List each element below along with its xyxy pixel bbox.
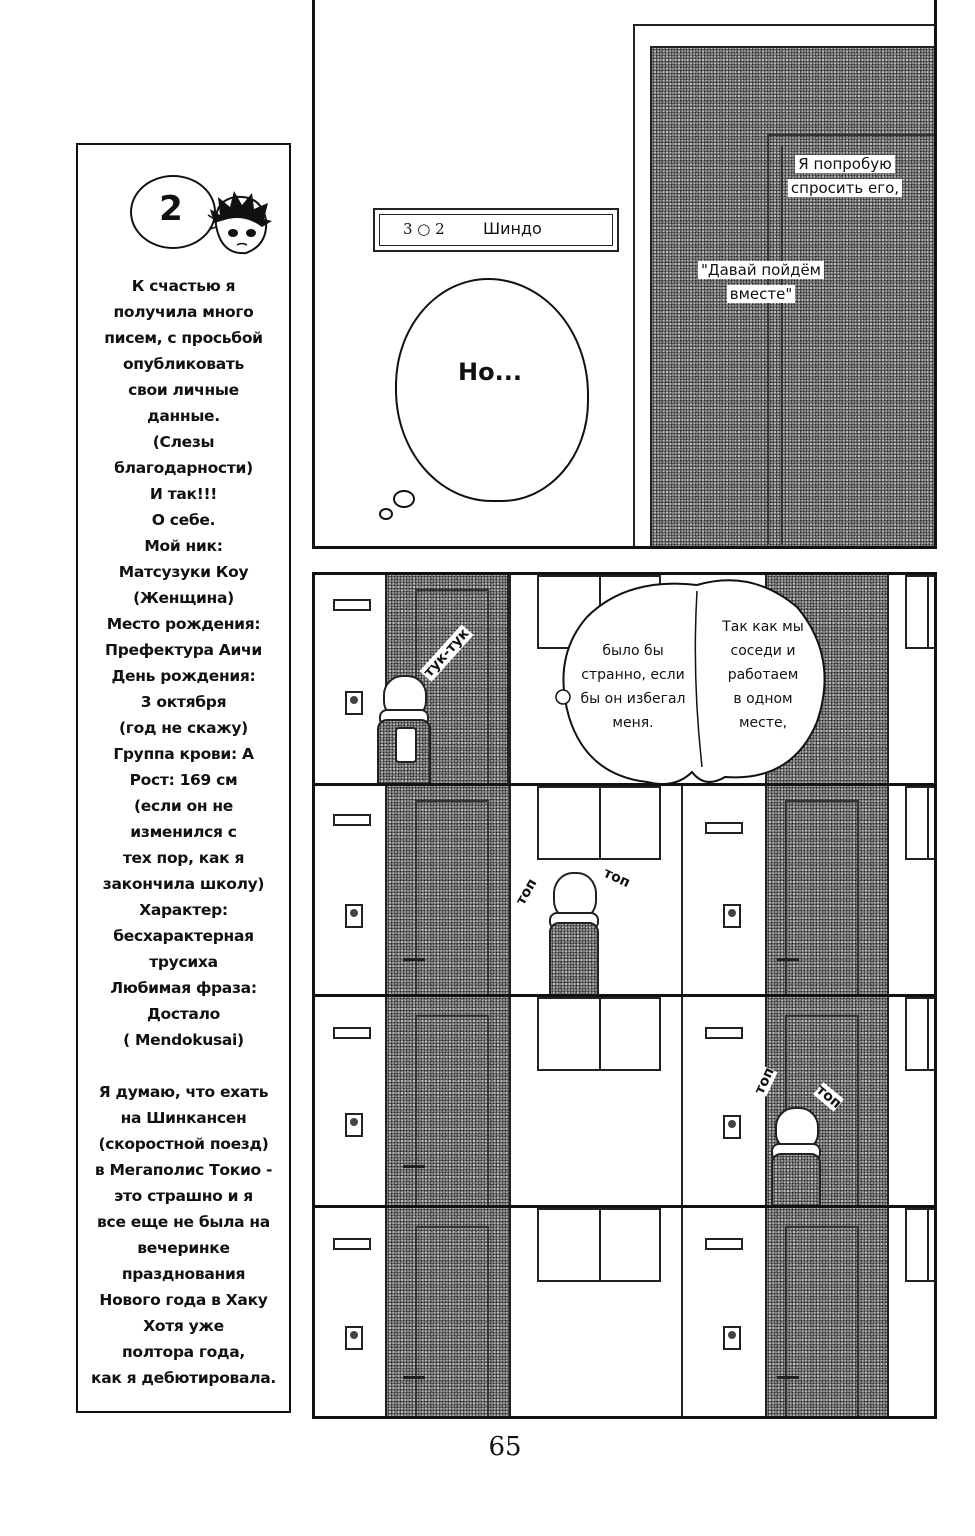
note-line: бесхарактерная <box>113 927 254 945</box>
speech-line: меня. <box>612 715 654 731</box>
narration-line: вместе" <box>726 285 796 303</box>
speech-line: соседи и <box>730 643 796 659</box>
panel-corridor-empty <box>312 1205 937 1419</box>
note-line: на Шинкансен <box>120 1109 247 1127</box>
note-line: Характер: <box>139 901 228 919</box>
thought-dot <box>393 490 415 508</box>
speech-line: странно, если <box>581 667 685 683</box>
note-line: Группа крови: А <box>113 745 254 763</box>
character-walking <box>543 872 603 994</box>
panel-door-nameplate: 3 ○ 2 Шиндо Но... Я попробую спросить ег… <box>312 0 937 549</box>
note-line: Мой ник: <box>144 537 223 555</box>
note-line: изменился с <box>130 823 237 841</box>
note-line: (Женщина) <box>133 589 234 607</box>
note-line: данные. <box>147 407 220 425</box>
nameplate-name: Шиндо <box>483 219 542 238</box>
narration-together: "Давай пойдём вместе" <box>691 258 831 306</box>
nameplate: 3 ○ 2 Шиндо <box>373 208 619 252</box>
note-line: И так!!! <box>149 485 218 503</box>
note-line: все еще не была на <box>97 1213 270 1231</box>
page-number: 65 <box>488 1432 522 1462</box>
note-line: Хотя уже <box>143 1317 224 1335</box>
note-line: День рождения: <box>111 667 256 685</box>
note-line: (если он не <box>133 797 234 815</box>
note-line: празднования <box>121 1265 246 1283</box>
note-number-bubble <box>130 175 216 249</box>
note-line: Префектура Аичи <box>105 641 262 659</box>
thought-text: Но... <box>458 358 522 386</box>
author-chibi-icon <box>207 191 272 255</box>
speech-line: работаем <box>727 667 799 683</box>
note-spacer <box>84 1053 283 1079</box>
note-line: вечеринке <box>137 1239 230 1257</box>
speech-line: в одном <box>733 691 793 707</box>
note-line: (год не скажу) <box>119 719 248 737</box>
note-line: трусиха <box>149 953 218 971</box>
note-line: К счастью я <box>131 277 236 295</box>
panel-corridor-knock: тук-тук Так как мы соседи и работаем в о… <box>312 572 937 786</box>
narration-ask: Я попробую спросить его, <box>785 152 905 200</box>
note-line: Достало <box>147 1005 220 1023</box>
sfx-step: топ <box>600 864 633 892</box>
narration-line: спросить его, <box>787 179 903 197</box>
panel-corridor-walk-1: топ топ <box>312 783 937 997</box>
note-line: Матсузуки Коу <box>118 563 249 581</box>
speech-strange: было бы странно, если бы он избегал меня… <box>571 639 695 735</box>
door-frame <box>633 24 934 546</box>
thought-dot <box>379 508 393 520</box>
note-line: это страшно и я <box>114 1187 253 1205</box>
panel-corridor-walk-2: топ топ <box>312 994 937 1208</box>
note-line: в Мегаполис Токио - <box>94 1161 273 1179</box>
note-line: О себе. <box>151 511 216 529</box>
sfx-step: топ <box>512 876 541 908</box>
note-line: ( Mendokusai) <box>123 1031 244 1049</box>
note-line: Я думаю, что ехать <box>98 1083 269 1101</box>
author-note-sidebar: 2 К счастью я получила много писем, с пр… <box>76 143 291 1413</box>
note-number: 2 <box>159 189 183 229</box>
note-line: Любимая фраза: <box>110 979 257 997</box>
speech-bubble-dual <box>555 579 826 783</box>
note-line: как я дебютировала. <box>90 1369 277 1387</box>
note-line: (скоростной поезд) <box>98 1135 269 1153</box>
note-line: получила много <box>113 303 254 321</box>
note-line: свои личные <box>128 381 239 399</box>
speech-line: Так как мы <box>722 619 804 635</box>
author-note-text: К счастью я получила много писем, с прос… <box>84 273 283 1391</box>
note-line: Место рождения: <box>106 615 261 633</box>
character-walking-away <box>765 1107 825 1205</box>
speech-neighbors: Так как мы соседи и работаем в одном мес… <box>703 615 823 735</box>
narration-line: Я попробую <box>795 155 895 173</box>
note-line: 3 октября <box>140 693 227 711</box>
speech-line: бы он избегал <box>580 691 686 707</box>
thought-bubble <box>395 278 589 502</box>
note-line: (Слезы <box>152 433 215 451</box>
narration-line: "Давай пойдём <box>697 261 824 279</box>
nameplate-number: 3 ○ 2 <box>403 220 445 238</box>
note-line: опубликовать <box>122 355 245 373</box>
speech-line: было бы <box>602 643 664 659</box>
note-line: полтора года, <box>121 1343 245 1361</box>
note-line: благодарности) <box>114 459 253 477</box>
speech-line: месте, <box>738 715 788 731</box>
note-line: тех пор, как я <box>122 849 245 867</box>
note-line: писем, с просьбой <box>104 329 263 347</box>
character-knocking <box>373 675 433 783</box>
note-line: Рост: 169 см <box>129 771 238 789</box>
note-line: закончила школу) <box>102 875 265 893</box>
note-line: Нового года в Хаку <box>99 1291 268 1309</box>
